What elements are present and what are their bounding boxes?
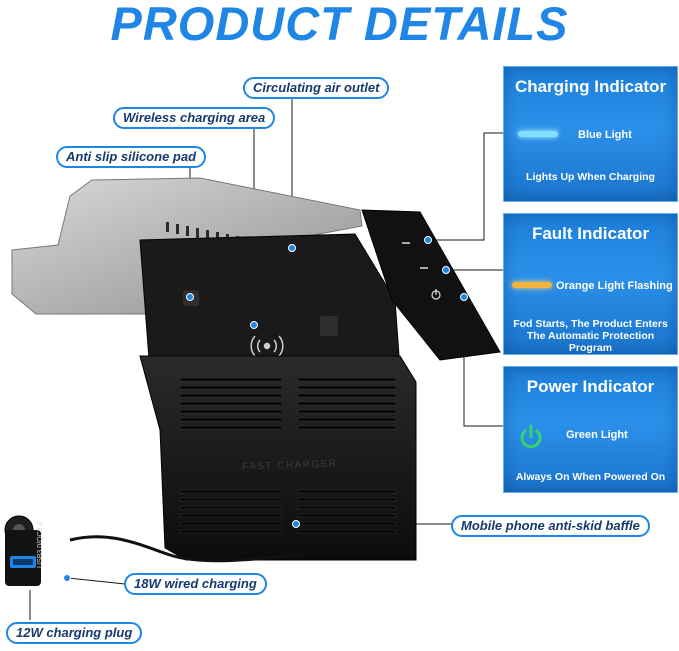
page-title: PRODUCT DETAILS	[110, 0, 569, 50]
fault-indicator-desc-2: The Automatic Protection Program	[526, 330, 655, 354]
power-indicator-panel: Power Indicator Green Light Always On Wh…	[503, 366, 678, 493]
baffle-dot	[292, 520, 300, 528]
orange-light-swatch	[512, 282, 552, 288]
callout-mobile-phone-baffle: Mobile phone anti-skid baffle	[451, 515, 650, 537]
indicator-module	[361, 209, 501, 361]
fast-charger-text: FAST CHARGER	[242, 458, 338, 472]
usb-port-label: USB3.0/QC3.0	[37, 522, 44, 568]
charging-indicator-title: Charging Indicator	[514, 77, 667, 96]
power-icon	[520, 424, 542, 449]
orange-light-label: Orange Light Flashing	[556, 280, 673, 292]
usb-port-dot	[63, 574, 71, 582]
callout-wireless-charging-area: Wireless charging area	[113, 107, 276, 129]
callout-charging-plug: 12W charging plug	[6, 622, 143, 644]
green-light-label: Green Light	[566, 429, 628, 441]
fault-indicator-panel: Fault Indicator Orange Light Flashing Fo…	[503, 213, 678, 355]
wireless-area-dot	[250, 321, 258, 329]
power-indicator-dot	[460, 293, 468, 301]
car-charging-plug	[4, 515, 41, 586]
fault-indicator-desc-1: Fod Starts, The Product Enters	[513, 318, 668, 330]
blue-light-swatch	[518, 131, 558, 137]
silicone-pad-dot	[186, 293, 194, 301]
charging-indicator-panel: Charging Indicator Blue Light Lights Up …	[503, 66, 678, 202]
callout-circulating-air-outlet: Circulating air outlet	[243, 77, 390, 99]
fault-indicator-dot	[442, 266, 450, 274]
power-indicator-title: Power Indicator	[526, 377, 655, 396]
air-outlet-dot	[288, 244, 296, 252]
callout-anti-slip-pad: Anti slip silicone pad	[56, 146, 207, 168]
wireless-charging-icon	[250, 335, 284, 357]
charging-indicator-dot	[424, 236, 432, 244]
callout-wired-charging: 18W wired charging	[124, 573, 267, 595]
blue-light-label: Blue Light	[578, 129, 632, 141]
power-indicator-desc: Always On When Powered On	[515, 471, 666, 483]
fault-indicator-title: Fault Indicator	[531, 224, 650, 243]
charging-indicator-desc: Lights Up When Charging	[526, 171, 655, 183]
wireless-charging-pad	[139, 233, 401, 373]
